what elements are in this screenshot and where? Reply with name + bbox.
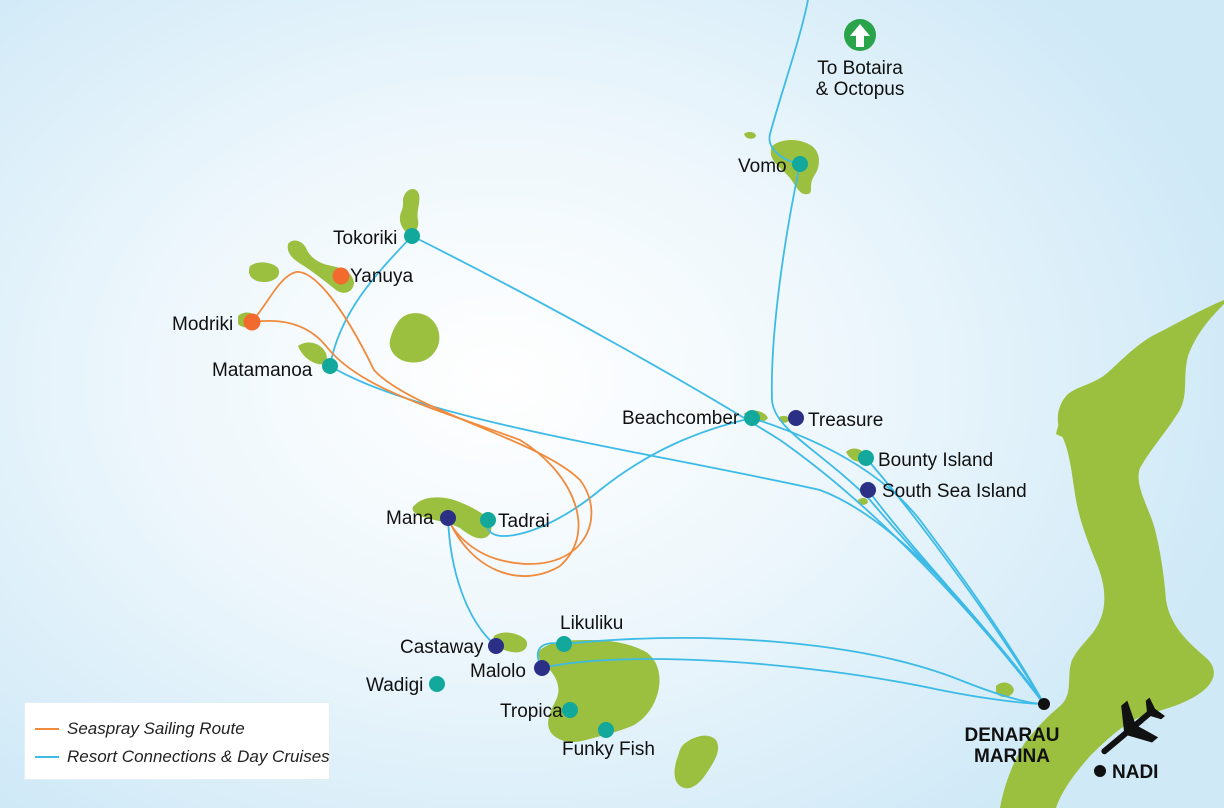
- marker-likuliku: [556, 636, 572, 652]
- island-modriki: [248, 262, 280, 282]
- label-malolo: Malolo: [470, 661, 526, 682]
- marker-matamanoa: [322, 358, 338, 374]
- island-tokoriki: [399, 189, 420, 234]
- up-arrow-icon: [844, 19, 876, 51]
- marker-wadigi: [429, 676, 445, 692]
- legend-text-sailing: Seaspray Sailing Route: [67, 719, 245, 738]
- marker-mana: [440, 510, 456, 526]
- route-beachcomber-marina: [751, 417, 1045, 705]
- marker-denarau-marina: [1038, 698, 1050, 710]
- label-matamanoa: Matamanoa: [212, 360, 313, 381]
- label-modriki: Modriki: [172, 314, 233, 335]
- marker-modriki: [243, 313, 261, 331]
- route-tadrai-beachcomber: [486, 417, 753, 537]
- label-tadrai: Tadrai: [498, 511, 550, 532]
- label-funky-fish: Funky Fish: [562, 739, 655, 760]
- marker-tokoriki: [404, 228, 420, 244]
- route-likuliku-marina: [563, 637, 1045, 705]
- north-label-line1: To Botaira: [817, 58, 903, 79]
- resort-connection-routes: [329, 0, 1045, 705]
- seaspray-sailing-routes: [251, 271, 593, 577]
- marker-yanuya: [332, 267, 350, 285]
- marker-nadi: [1094, 765, 1106, 777]
- route-mana-castaway: [447, 517, 497, 647]
- route-malolo-marina: [541, 658, 1045, 705]
- label-bounty-island: Bounty Island: [878, 450, 993, 471]
- north-direction-indicator: To Botaira & Octopus: [816, 19, 905, 100]
- mainland-north-peninsula: [1056, 389, 1106, 439]
- label-tropica: Tropica: [500, 701, 563, 722]
- legend-row-sailing: Seaspray Sailing Route: [35, 715, 319, 743]
- legend-swatch-resort: [35, 756, 59, 758]
- label-beachcomber: Beachcomber: [622, 408, 740, 429]
- mainland-viti-levu: [1000, 300, 1224, 808]
- map-legend: Seaspray Sailing Route Resort Connection…: [24, 702, 330, 780]
- location-labels: Vomo Tokoriki Yanuya Modriki Matamanoa B…: [172, 156, 1158, 783]
- marker-bounty: [858, 450, 874, 466]
- label-marina: MARINA: [974, 746, 1050, 767]
- marker-tropica: [562, 702, 578, 718]
- legend-swatch-sailing: [35, 728, 59, 730]
- label-treasure: Treasure: [808, 410, 883, 431]
- route-tokoriki-marina: [411, 235, 1045, 705]
- marker-southsea: [860, 482, 876, 498]
- sailing-route-yanuya-loop: [251, 271, 593, 565]
- airplane-icon: [1101, 697, 1165, 755]
- marker-beachcomber: [744, 410, 760, 426]
- island-matamanoa: [298, 342, 327, 365]
- island-central-monu: [389, 313, 440, 363]
- islet-south-sea: [858, 497, 868, 505]
- label-castaway: Castaway: [400, 637, 484, 658]
- label-south-sea-island: South Sea Island: [882, 481, 1027, 502]
- marker-malolo: [534, 660, 550, 676]
- legend-text-resort: Resort Connections & Day Cruises: [67, 747, 330, 766]
- north-label-line2: & Octopus: [816, 79, 905, 100]
- marker-tadrai: [480, 512, 496, 528]
- label-likuliku: Likuliku: [560, 613, 623, 634]
- sailing-route-modriki-loop: [251, 319, 580, 577]
- label-vomo: Vomo: [738, 156, 787, 177]
- island-malolo-southeast: [674, 735, 719, 789]
- islet-vomo-lailai: [744, 131, 756, 139]
- label-nadi: NADI: [1112, 762, 1158, 783]
- marker-funkyfish: [598, 722, 614, 738]
- route-vomo-marina: [770, 163, 1045, 705]
- land-masses: [238, 131, 1224, 808]
- label-tokoriki: Tokoriki: [333, 228, 397, 249]
- legend-row-resort: Resort Connections & Day Cruises: [35, 743, 330, 771]
- label-wadigi: Wadigi: [366, 675, 423, 696]
- route-vomo-north: [768, 0, 809, 165]
- route-bounty-marina: [865, 457, 1045, 705]
- island-denarau: [996, 682, 1014, 698]
- route-southsea-marina: [867, 489, 1045, 705]
- label-yanuya: Yanuya: [350, 266, 413, 287]
- marker-castaway: [488, 638, 504, 654]
- marker-vomo: [792, 156, 808, 172]
- route-tokoriki-matamanoa: [329, 235, 413, 367]
- marker-treasure: [788, 410, 804, 426]
- location-markers: [243, 156, 1106, 777]
- label-denarau: DENARAU: [965, 725, 1060, 746]
- label-mana: Mana: [386, 508, 434, 529]
